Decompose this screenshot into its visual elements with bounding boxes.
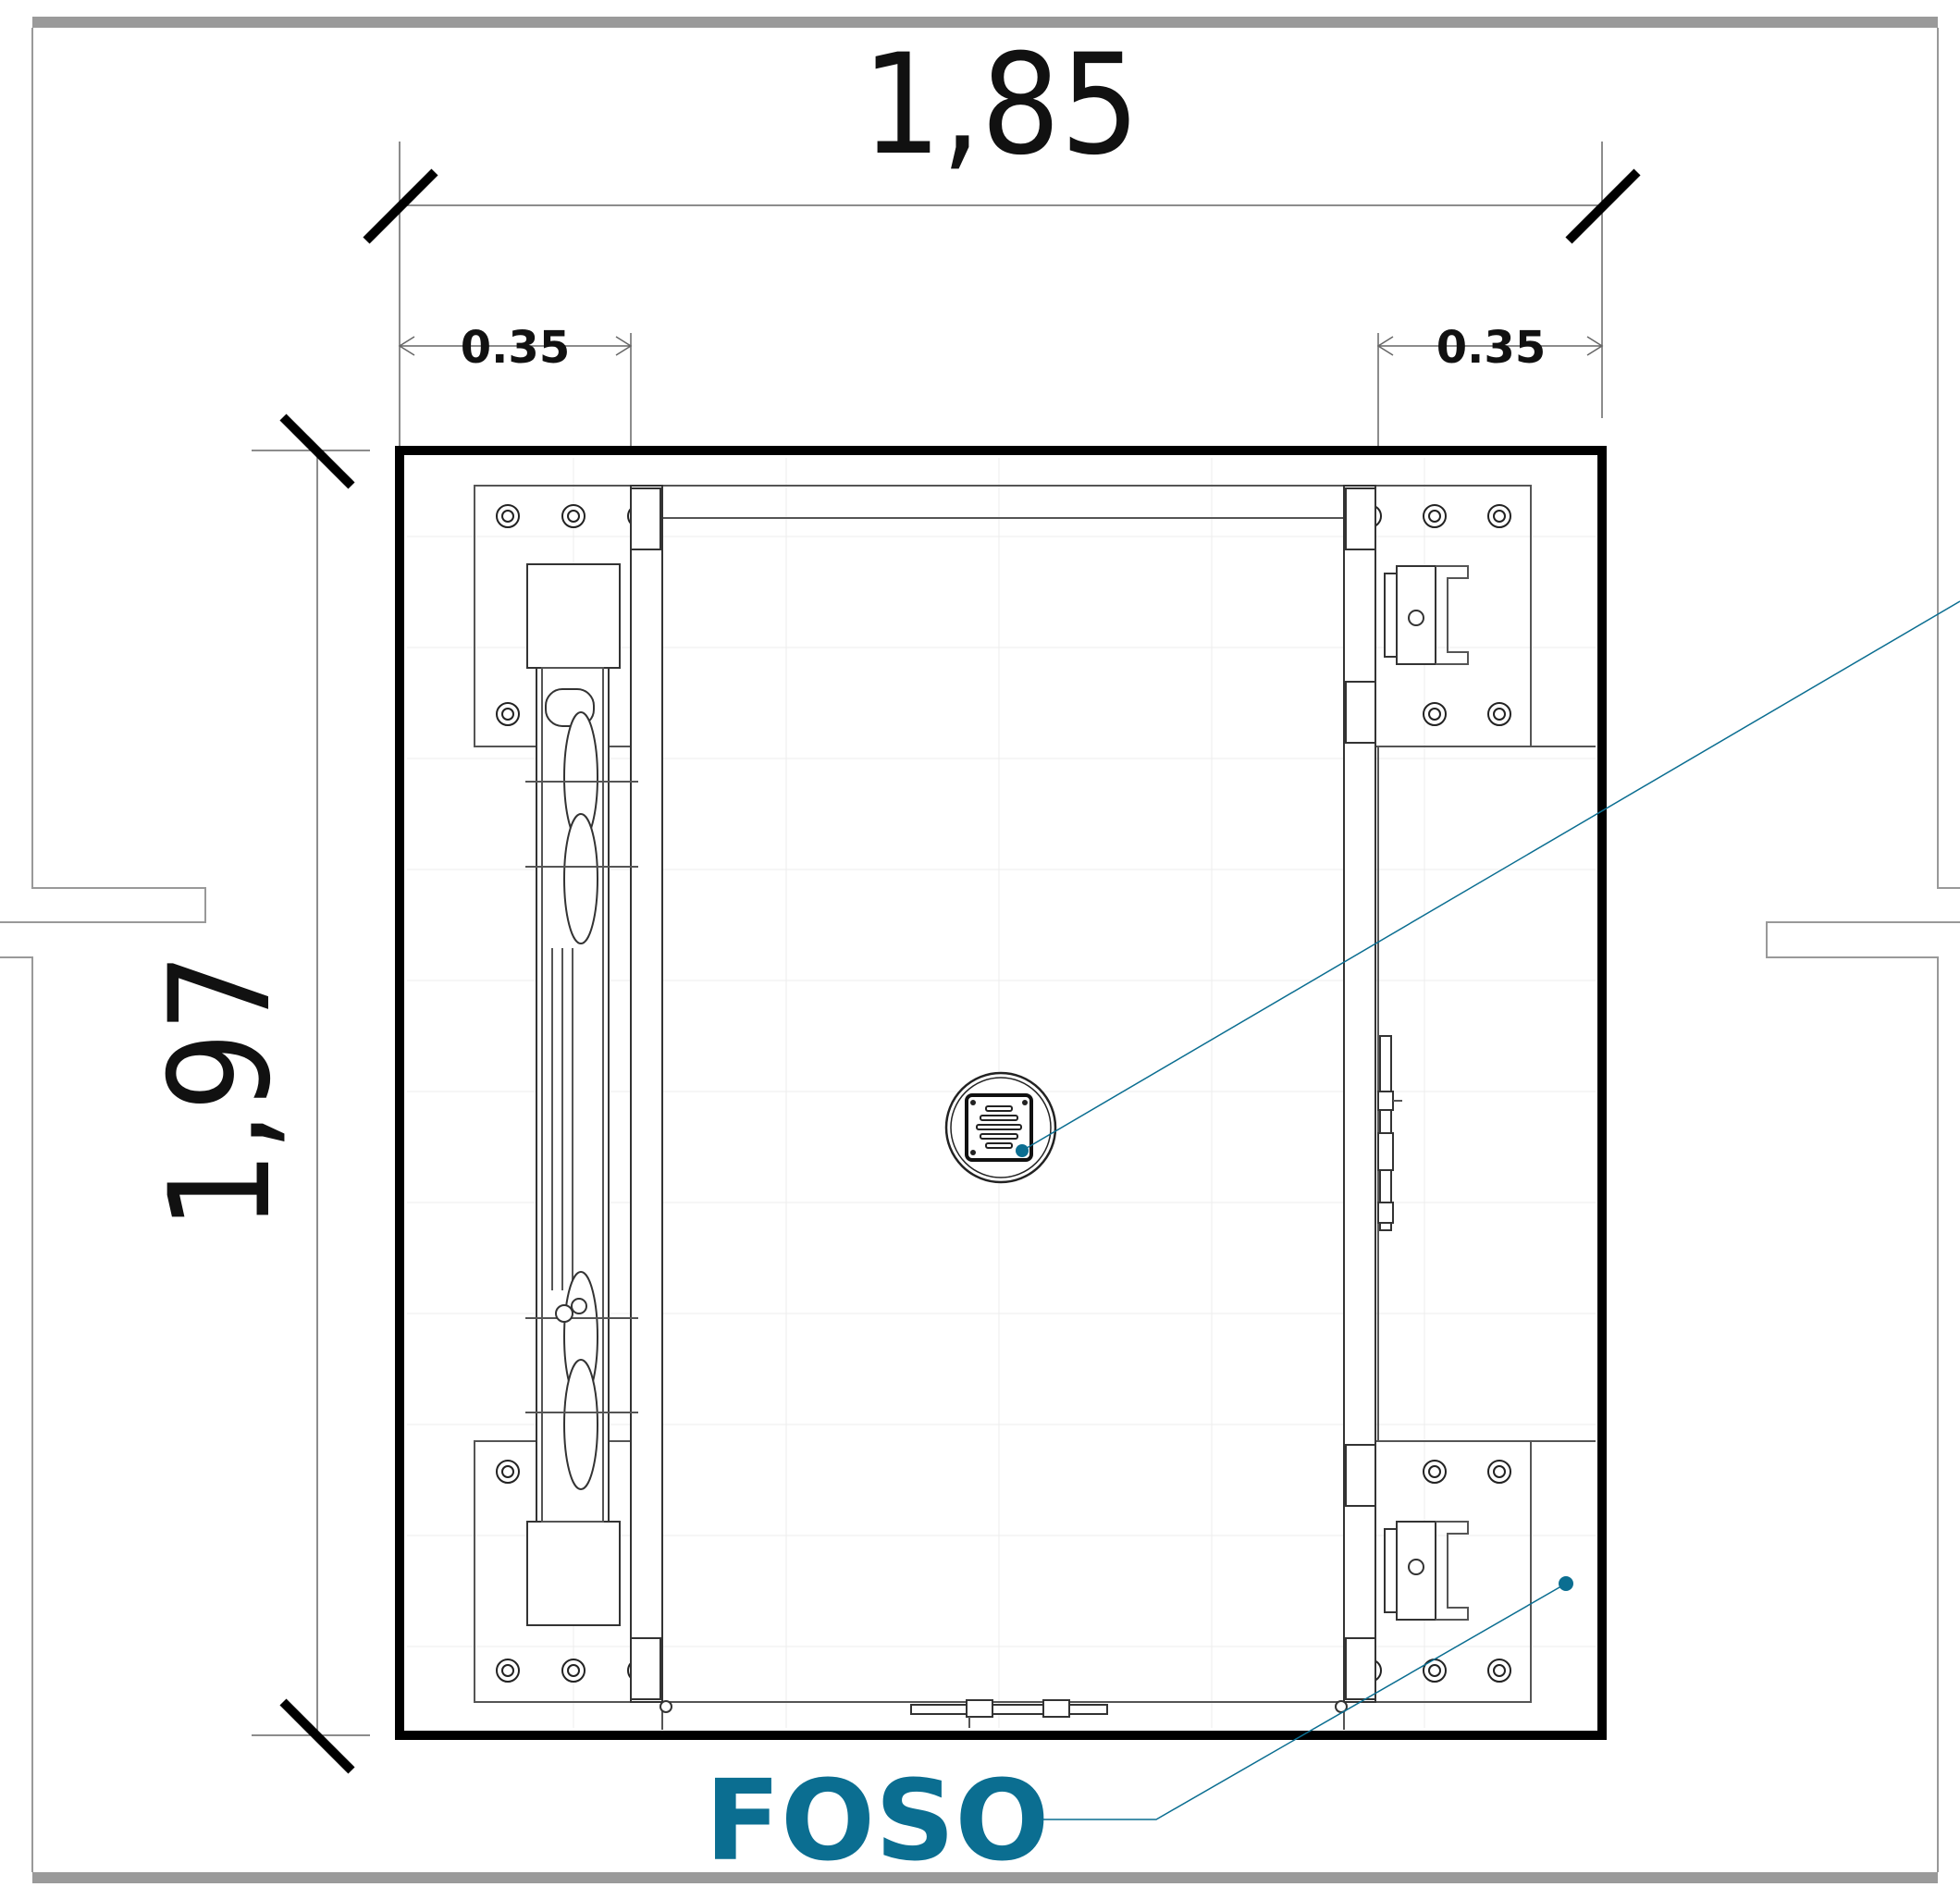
bottom-border (32, 1872, 1938, 1883)
dimension-tick (1565, 168, 1641, 244)
dimension-tick (363, 168, 438, 244)
top-border (32, 17, 1938, 28)
right-offset-dimension: 0.35 (1376, 322, 1604, 447)
shaft-walls (0, 28, 1960, 1872)
depth-dimension: 1,97 (141, 413, 370, 1774)
dimension-tick (279, 413, 355, 489)
overall-depth-label: 1,97 (141, 953, 302, 1230)
pit-label: FOSO (705, 1758, 1049, 1886)
drain-icon (944, 1071, 1057, 1184)
pit-outline (395, 446, 1607, 1740)
overall-width-label: 1,85 (862, 25, 1140, 186)
right-offset-label: 0.35 (1436, 322, 1546, 374)
door-sill (910, 1699, 1108, 1728)
car-frame (630, 485, 1376, 1730)
counterweight-assembly (525, 563, 638, 1626)
left-offset-label: 0.35 (461, 322, 570, 374)
door-lock (1377, 1035, 1402, 1231)
width-dimension: 1,85 (363, 25, 1641, 447)
pit-marker-dot (1559, 1576, 1573, 1591)
dimension-tick (279, 1698, 355, 1774)
left-offset-dimension: 0.35 (398, 322, 633, 447)
drain-marker-dot (1016, 1144, 1029, 1157)
leader-lines (1016, 600, 1960, 1820)
guide-shoes (1384, 565, 1469, 1621)
